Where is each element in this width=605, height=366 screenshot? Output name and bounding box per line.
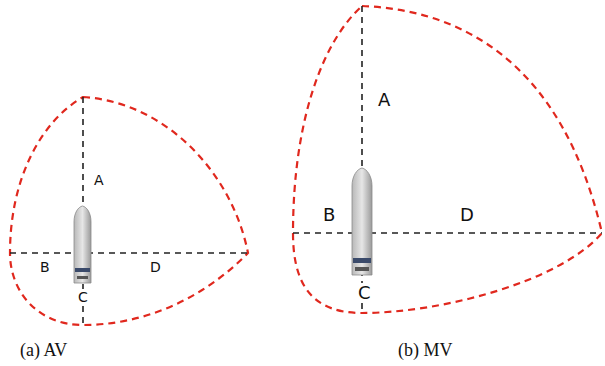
dimension-label: C	[76, 289, 90, 305]
dimension-label: B	[38, 259, 52, 275]
ship-icon	[74, 206, 91, 283]
dimension-label: A	[92, 172, 106, 188]
panel-caption: (a) AV	[18, 340, 69, 360]
ship-icon	[352, 168, 372, 275]
axis-line	[293, 232, 602, 234]
domain-boundary	[10, 97, 248, 325]
dimension-label: B	[321, 205, 337, 225]
dimension-label: A	[376, 90, 392, 110]
dimension-label: D	[148, 259, 163, 275]
dimension-label: C	[356, 283, 373, 303]
panel-caption: (b) MV	[396, 340, 455, 360]
dimension-label: D	[458, 205, 476, 225]
axis-line	[10, 252, 248, 254]
domain-boundary	[293, 6, 602, 313]
